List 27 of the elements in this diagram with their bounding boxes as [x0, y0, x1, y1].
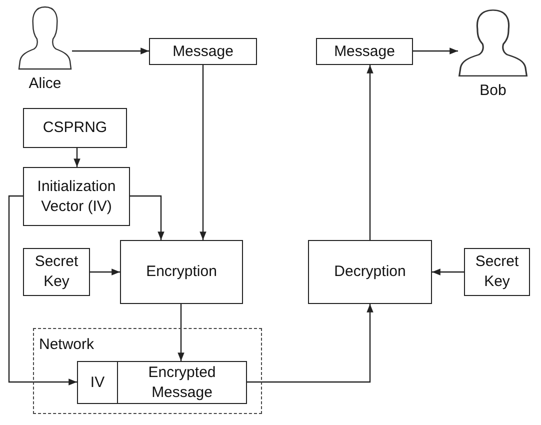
process-box: Encryption	[120, 240, 243, 304]
arrow	[432, 268, 464, 276]
vector-box: Initialization Vector (IV)	[23, 167, 130, 226]
arrow	[413, 48, 458, 54]
group-label: Network	[39, 335, 94, 355]
message-box: Message	[149, 38, 257, 65]
generator-box: CSPRNG	[23, 108, 127, 148]
arrow	[90, 268, 120, 276]
person-name: Bob	[478, 82, 508, 99]
person-name: Alice	[28, 75, 62, 92]
arrow	[74, 148, 80, 167]
message-box: Message	[316, 38, 413, 65]
vector-box: IV	[77, 361, 118, 404]
network-group	[33, 328, 262, 414]
arrow	[72, 48, 149, 54]
key-box: Secret Key	[464, 248, 530, 296]
arrow	[8, 195, 77, 386]
key-box: Secret Key	[23, 248, 90, 296]
arrow	[366, 65, 374, 240]
arrow	[200, 65, 206, 240]
message-box: Encrypted Message	[117, 361, 247, 404]
arrow	[178, 304, 184, 361]
process-box: Decryption	[308, 240, 432, 304]
arrow	[130, 195, 164, 240]
person-icon	[18, 5, 72, 71]
person-icon	[458, 8, 528, 78]
arrow	[247, 304, 374, 383]
